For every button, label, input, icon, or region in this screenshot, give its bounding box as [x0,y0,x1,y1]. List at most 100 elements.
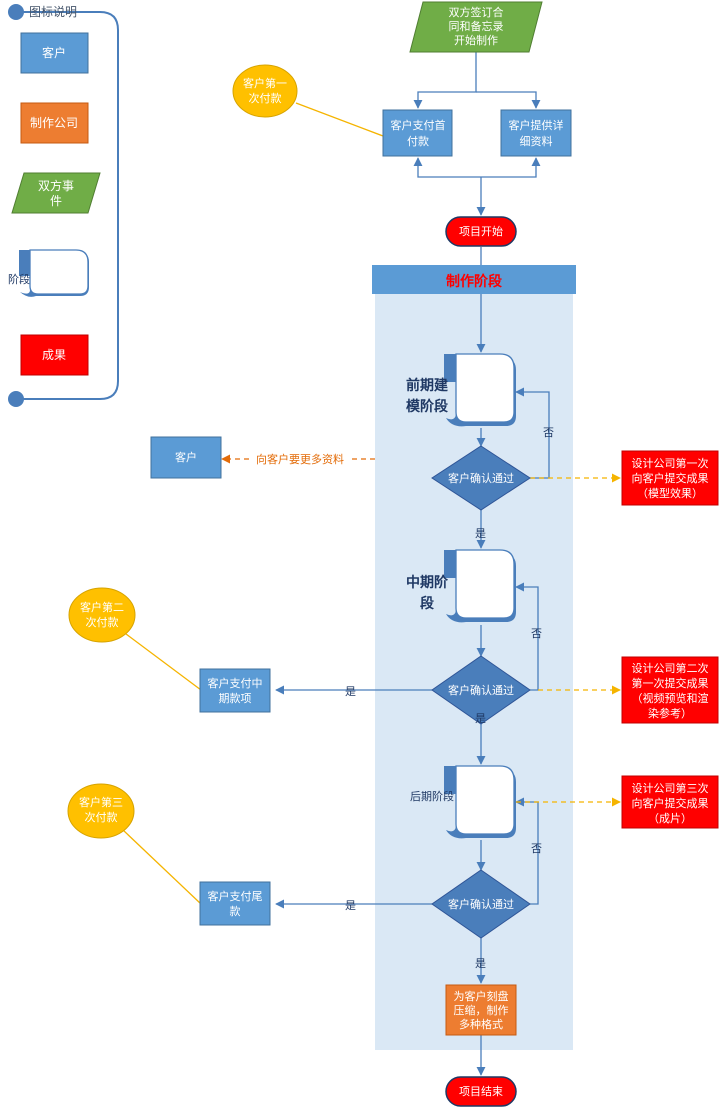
confirm3-yes-label: 是 [475,957,486,970]
legend-bracket [16,11,119,400]
confirm1-diamond [431,445,531,511]
result1-line-1: 设计公司第一次 [632,456,709,470]
pay-first-box [382,109,453,157]
sign-contract-shape [409,1,543,53]
provide-info-line-1: 客户提供详 [509,118,564,132]
connector-pay-info-join [413,157,541,178]
mid-stage-label-1: 中期阶 [406,574,449,591]
result2-box [621,656,719,724]
early-stage-label-1: 前期建 [406,377,448,394]
sign-contract-line-1: 双方签订合 [449,5,504,19]
legend-joint-shape [11,172,101,214]
legend-joint-label-1: 双方事 [38,178,74,193]
early-stage-label-2: 模阶段 [406,398,448,415]
result3-line-3: （成片） [648,812,692,825]
result1-line-2: 向客户提交成果 [632,471,709,485]
confirm2-no-label: 否 [531,627,542,640]
pay-first-line-2: 付款 [407,134,429,148]
project-end-label: 项目结束 [459,1085,503,1098]
production-header-bar [372,265,576,294]
project-start-terminal [445,216,517,247]
legend-bottom-dot [8,391,24,407]
deliver-line-3: 多种格式 [459,1017,503,1031]
legend-company-label: 制作公司 [30,116,78,130]
note2-connector [125,633,202,691]
result2-line-4: 染参考） [648,706,692,720]
mid-stage-label-2: 段 [420,595,434,612]
project-start-label: 项目开始 [459,224,503,238]
early-stage-shape [455,353,515,423]
legend-stage-label: 阶段 [8,272,30,286]
result2-line-3: （视频预览和渲 [632,691,709,705]
customer-box [150,436,222,479]
second-payment-note [68,587,136,643]
provide-info-line-2: 细资料 [520,134,553,148]
third-payment-note-line-1: 客户第三 [79,795,123,809]
late-stage-shape [455,765,515,835]
sign-contract-line-3: 开始制作 [454,33,498,47]
first-payment-note [232,64,298,118]
pay-mid-line-2: 期款项 [219,691,252,705]
more-info-label-bg [250,452,350,466]
customer-box-label: 客户 [175,450,197,464]
legend-customer-label: 客户 [42,45,66,60]
mid-stage-shape [455,549,515,619]
legend-joint-label-2: 件 [50,194,62,208]
result1-line-3: （模型效果） [637,486,703,500]
sign-contract-line-2: 同和备忘录 [449,19,504,33]
result-connectors [516,473,621,807]
connector-sign-to-info [476,91,541,109]
legend-result-label: 成果 [42,348,66,362]
result2-line-1: 设计公司第二次 [632,661,709,675]
provide-info-box [500,109,572,157]
late-stage-label: 后期阶段 [410,789,454,803]
pay-final-line-1: 客户支付尾 [208,889,263,903]
legend-title: 图标说明 [29,4,77,19]
legend-result-box [20,334,89,376]
mid-stage: 中期阶 段 [406,549,516,623]
legend-customer-box [20,32,89,74]
confirm3-no-label: 否 [531,842,542,855]
result3-box [621,775,719,829]
legend-top-dot [8,4,24,20]
note1-connector [295,102,384,137]
note3-connector [122,829,202,905]
note-connectors [122,102,384,905]
legend: 图标说明 客户 制作公司 双方事 件 阶段 成果 [8,4,119,407]
result2-line-2: 第一次提交成果 [632,676,709,690]
result3-line-2: 向客户提交成果 [632,796,709,810]
first-payment-note-line-2: 次付款 [249,91,282,105]
confirm2-side-yes-label: 是 [345,685,356,698]
confirm3-side-yes-label: 是 [345,899,356,912]
pay-final-box [199,881,271,926]
confirm3-label: 客户确认通过 [448,897,514,911]
confirm1-label: 客户确认通过 [448,471,514,485]
third-payment-note [67,783,135,839]
second-payment-note-line-1: 客户第二 [80,600,124,614]
branch-labels: 否 是 否 是 是 否 是 是 [345,426,554,970]
confirm3-diamond [431,869,531,939]
result3-line-1: 设计公司第三次 [632,781,709,795]
confirm2-label: 客户确认通过 [448,683,514,697]
pay-final-line-2: 款 [230,904,241,918]
late-stage: 后期阶段 [410,765,516,839]
first-payment-note-line-1: 客户第一 [243,76,287,90]
project-end-terminal [445,1076,517,1107]
confirm2-yes-label: 是 [475,712,486,725]
second-payment-note-line-2: 次付款 [86,615,119,629]
pay-first-line-1: 客户支付首 [391,118,446,132]
confirm1-yes-label: 是 [475,527,486,540]
production-header: 制作阶段 [446,273,502,290]
connector-confirm2-no [515,582,539,691]
more-info-label: 向客户要更多资料 [256,452,344,466]
result1-box [621,450,719,506]
confirm1-no-label: 否 [543,426,554,439]
confirm2-diamond [431,655,531,725]
third-payment-note-line-2: 次付款 [85,810,118,824]
deliver-box [445,984,517,1036]
legend-stage-shape [29,249,89,295]
deliver-line-1: 为客户刻盘 [454,989,509,1003]
deliver-line-2: 压缩，制作 [454,1004,509,1017]
pay-mid-line-1: 客户支付中 [208,676,263,690]
